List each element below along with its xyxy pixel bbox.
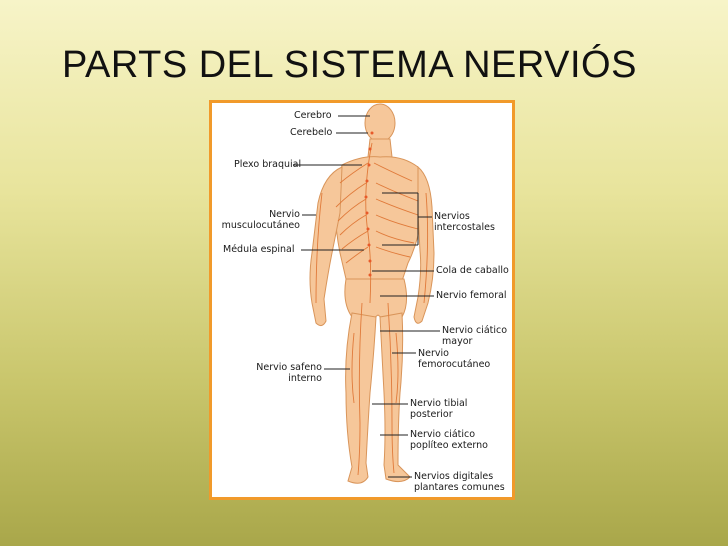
label-nervio-tibial-posterior: Nervio tibial posterior [410, 398, 468, 420]
label-nervio-ciatico-popliteo: Nervio ciático poplíteo externo [410, 429, 488, 451]
label-nervio-ciatico-mayor: Nervio ciático mayor [442, 325, 508, 347]
body-silhouette [309, 103, 435, 484]
spinal-cord-dots [364, 131, 374, 277]
label-cola-de-caballo: Cola de caballo [436, 265, 509, 276]
human-body-illustration [293, 103, 440, 484]
label-leader-lines [293, 115, 440, 478]
label-nervios-digitales: Nervios digitales plantares comunes [414, 471, 505, 493]
label-nervio-safeno-interno: Nervio safeno interno [256, 362, 322, 384]
label-nervio-musculocutaneo: Nervio musculocutáneo [221, 209, 300, 231]
label-medula-espinal: Médula espinal [223, 244, 295, 255]
nervous-system-figure: Cerebro Cerebelo Plexo braquial Nervio m… [209, 100, 515, 500]
label-cerebro: Cerebro [294, 110, 332, 121]
slide-title: PARTS DEL SISTEMA NERVIÓS [62, 44, 637, 86]
label-nervios-intercostales: Nervios intercostales [434, 211, 495, 233]
label-nervio-femoral: Nervio femoral [436, 290, 507, 301]
label-plexo-braquial: Plexo braquial [234, 159, 302, 170]
label-nervio-femorocutaneo: Nervio femorocutáneo [418, 348, 491, 370]
nerve-lines [315, 142, 429, 476]
label-cerebelo: Cerebelo [290, 127, 333, 138]
